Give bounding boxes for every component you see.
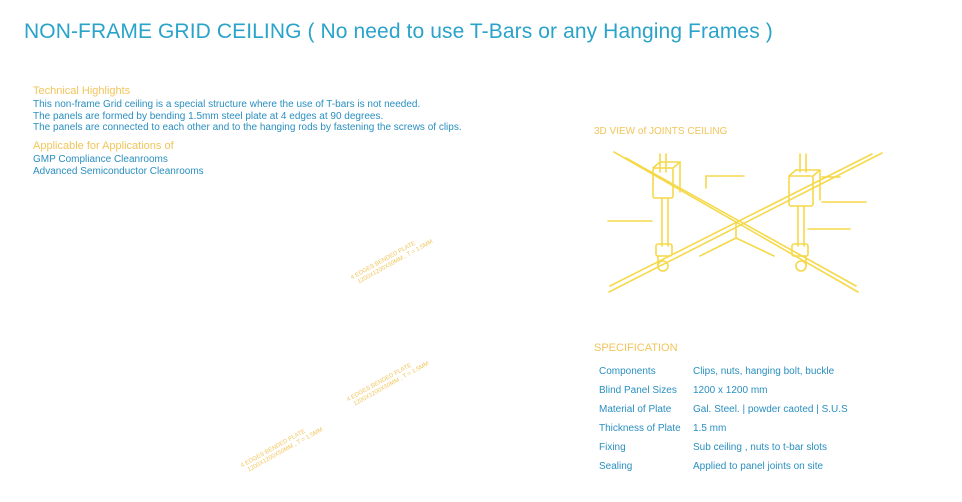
- technical-heading: Technical Highlights: [33, 85, 131, 97]
- view3d-label: 3D VIEW of JOINTS CEILING: [594, 126, 728, 137]
- spec-value: 1200 x 1200 mm: [693, 385, 768, 396]
- technical-section: Technical Highlights This non-frame Grid…: [33, 85, 462, 134]
- spec-value: 1.5 mm: [693, 423, 727, 434]
- specification-heading: SPECIFICATION: [594, 342, 678, 354]
- page-title: NON-FRAME GRID CEILING ( No need to use …: [24, 20, 773, 43]
- beam-line: [625, 157, 857, 287]
- joint-line: [735, 237, 775, 257]
- clip-box: [788, 175, 814, 207]
- clip-box-edge: [672, 161, 681, 169]
- spec-value: Sub ceiling , nuts to t-bar slots: [693, 442, 827, 453]
- spec-value: Clips, nuts, hanging bolt, buckle: [693, 366, 835, 377]
- clip-box-edge: [812, 169, 821, 177]
- spec-key: Components: [599, 366, 656, 377]
- applicable-section: Applicable for Applications of GMP Compl…: [33, 140, 204, 177]
- list-item: GMP Compliance Cleanrooms: [33, 154, 168, 165]
- clip-box-edge: [652, 161, 661, 169]
- beam-line: [608, 152, 883, 293]
- technical-line: This non-frame Grid ceiling is a special…: [33, 99, 421, 110]
- joint-line: [699, 237, 737, 257]
- clip-box-edge: [788, 169, 797, 177]
- spec-value: Applied to panel joints on site: [693, 461, 824, 472]
- spec-key: Sealing: [599, 461, 633, 472]
- applicable-heading: Applicable for Applications of: [33, 140, 174, 152]
- spec-key: Material of Plate: [599, 404, 672, 415]
- spec-value: Gal. Steel. | powder caoted | S.U.S: [693, 404, 848, 415]
- buckle-ring: [795, 260, 807, 272]
- nut: [655, 243, 673, 257]
- beam-line: [609, 153, 873, 287]
- spec-key: Thickness of Plate: [599, 423, 681, 434]
- spec-key: Fixing: [599, 442, 626, 453]
- clip-box: [652, 167, 674, 199]
- technical-line: The panels are formed by bending 1.5mm s…: [33, 110, 384, 122]
- nut: [791, 243, 809, 257]
- applicable-list: GMP Compliance Cleanrooms Advanced Semic…: [33, 154, 204, 177]
- spec-key: Blind Panel Sizes: [599, 385, 677, 396]
- list-item: Advanced Semiconductor Cleanrooms: [33, 165, 204, 177]
- technical-text: This non-frame Grid ceiling is a special…: [33, 99, 462, 134]
- buckle-ring: [657, 260, 669, 272]
- technical-line: The panels are connected to each other a…: [33, 122, 462, 134]
